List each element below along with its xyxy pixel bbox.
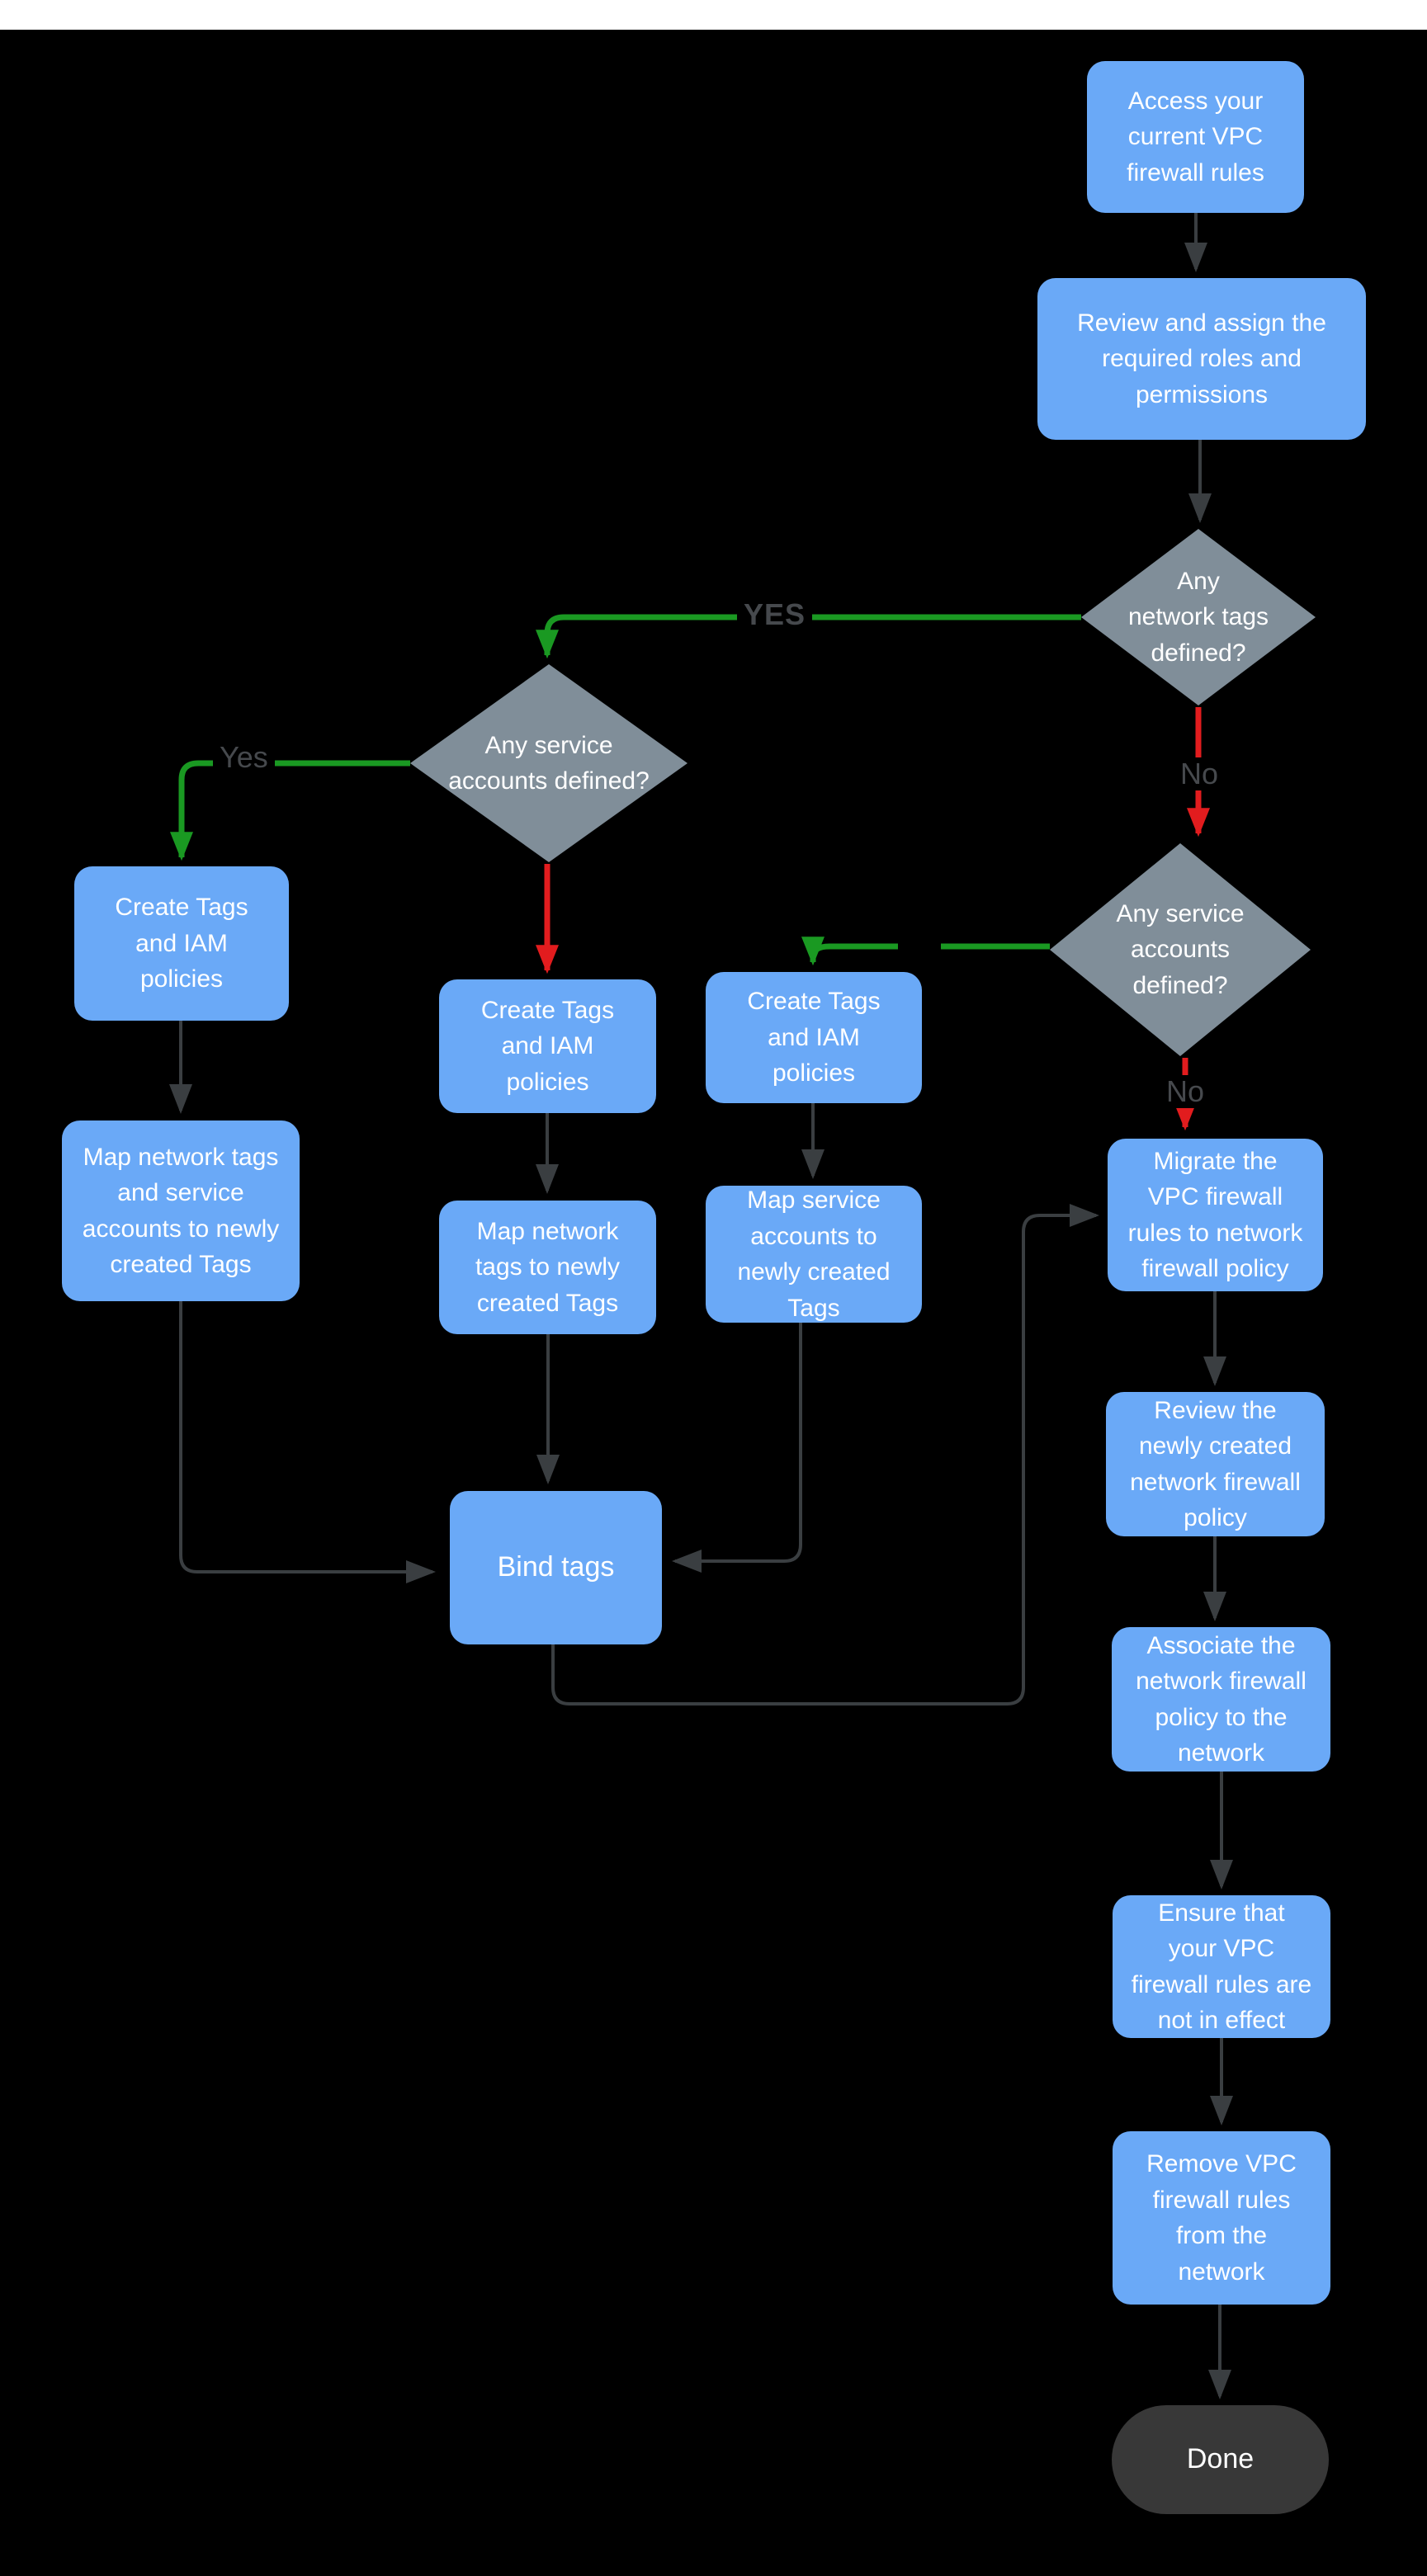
- connector-yes-network-tags-to-service-accounts-left: [536, 614, 1081, 659]
- connector-bind-tags-to-migrate: [551, 1204, 1099, 1706]
- node-migrate-vpc-rules: Migrate the VPC firewall rules to networ…: [1108, 1139, 1323, 1291]
- node-review-roles-permissions: Review and assign the required roles and…: [1037, 278, 1366, 440]
- connector-yes-service-accounts-left-to-create-left: [170, 760, 410, 861]
- node-remove-vpc-rules: Remove VPC firewall rules from the netwo…: [1113, 2131, 1330, 2305]
- node-map-service-accounts: Map service accounts to newly created Ta…: [706, 1186, 922, 1323]
- node-create-tags-iam-right: Create Tags and IAM policies: [706, 972, 922, 1103]
- connector-map-right-to-bind-tags: [672, 1323, 802, 1573]
- edge-label-no-upper: No: [1174, 757, 1226, 790]
- node-map-network-tags-service-accounts: Map network tags and service accounts to…: [62, 1121, 300, 1301]
- top-margin-strip: [0, 0, 1427, 30]
- node-associate-policy-network: Associate the network firewall policy to…: [1112, 1627, 1330, 1772]
- node-create-tags-iam-mid: Create Tags and IAM policies: [439, 979, 656, 1113]
- node-done: Done: [1112, 2405, 1329, 2514]
- edge-label-no-lower: No: [1160, 1075, 1212, 1108]
- node-map-network-tags: Map network tags to newly created Tags: [439, 1201, 656, 1334]
- edge-label-yes-upper: YES: [737, 598, 813, 631]
- node-bind-tags: Bind tags: [450, 1491, 662, 1644]
- connector-map-left-to-bind-tags: [179, 1301, 436, 1583]
- node-access-vpc-firewall-rules: Access your current VPC firewall rules: [1087, 61, 1304, 213]
- node-review-network-firewall-policy: Review the newly created network firewal…: [1106, 1392, 1325, 1536]
- edge-label-yes-left: Yes: [213, 741, 275, 774]
- node-create-tags-iam-left: Create Tags and IAM policies: [74, 866, 289, 1021]
- connector-yes-service-accounts-right-to-create-right: [801, 937, 898, 966]
- node-ensure-rules-not-in-effect: Ensure that your VPC firewall rules are …: [1113, 1895, 1330, 2038]
